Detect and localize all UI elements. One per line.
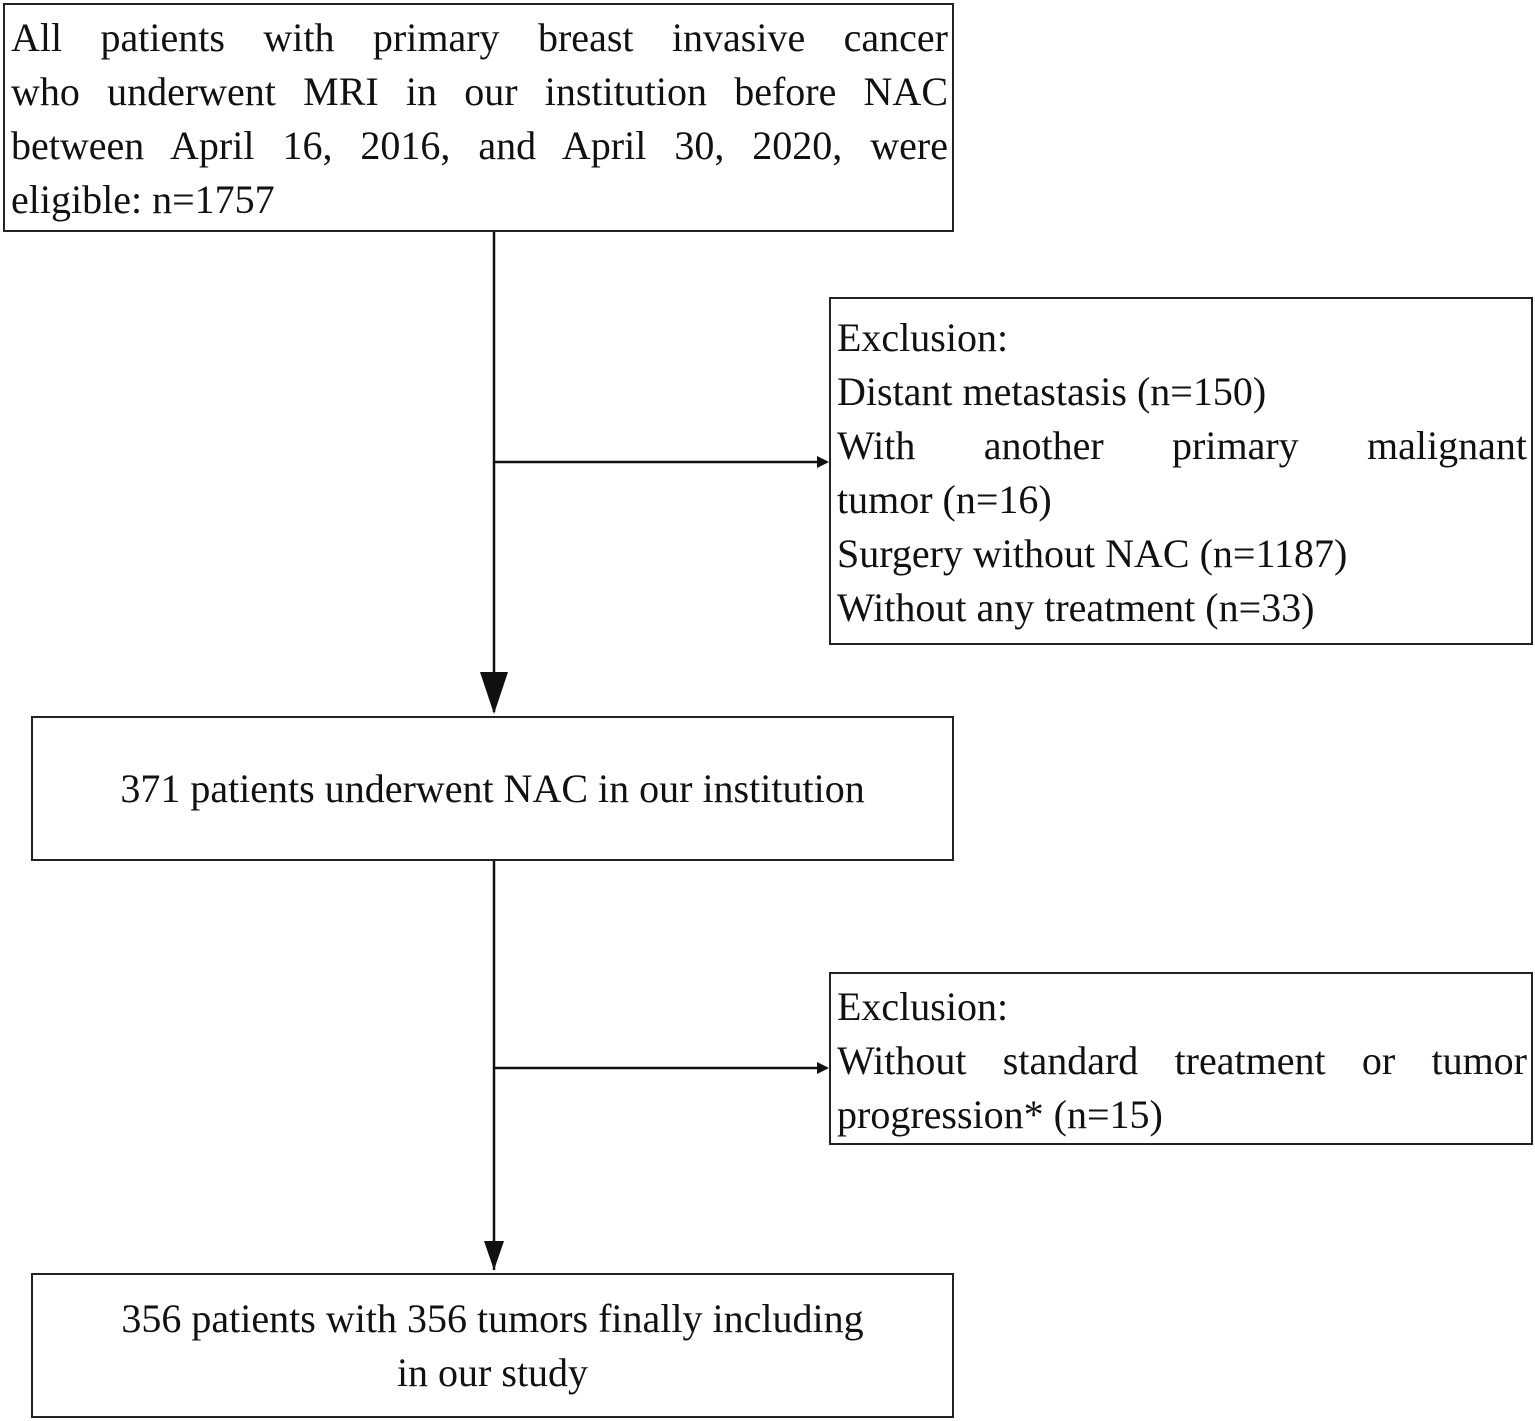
arrowhead-nac-to-final [484, 1241, 504, 1270]
eligible-line-3: between April 16, 2016, and April 30, 20… [11, 123, 948, 168]
exclusion-2-heading: Exclusion: [837, 984, 1009, 1029]
exclusion-1-item-without-treatment: Without any treatment (n=33) [837, 585, 1315, 630]
exclusion-1-item-another-tumor-line-1: With another primary malignant [837, 423, 1527, 468]
exclusion-2-item-line-2: progression* (n=15) [837, 1092, 1163, 1137]
exclusion-1-item-another-tumor-line-2: tumor (n=16) [837, 477, 1052, 522]
final-line-2: in our study [396, 1349, 589, 1395]
nac-patients-text: 371 patients underwent NAC in our instit… [120, 765, 865, 811]
exclusion-box-1: Exclusion: Distant metastasis (n=150) Wi… [829, 297, 1533, 645]
eligible-line-4: eligible: n=1757 [11, 177, 275, 222]
nac-patients-box: 371 patients underwent NAC in our instit… [31, 716, 954, 861]
exclusion-2-item-line-1: Without standard treatment or tumor [837, 1038, 1527, 1083]
eligible-line-1: All patients with primary breast invasiv… [11, 15, 948, 60]
final-line-1: 356 patients with 356 tumors finally inc… [121, 1295, 864, 1341]
exclusion-1-item-distant-metastasis: Distant metastasis (n=150) [837, 369, 1267, 414]
arrowhead-eligible-to-nac [480, 672, 508, 714]
eligible-patients-box: All patients with primary breast invasiv… [3, 3, 954, 232]
exclusion-1-heading: Exclusion: [837, 315, 1009, 360]
exclusion-box-2: Exclusion: Without standard treatment or… [829, 972, 1533, 1145]
exclusion-1-item-surgery-without-nac: Surgery without NAC (n=1187) [837, 531, 1348, 576]
eligible-line-2: who underwent MRI in our institution bef… [11, 69, 948, 114]
final-cohort-box: 356 patients with 356 tumors finally inc… [31, 1273, 954, 1418]
